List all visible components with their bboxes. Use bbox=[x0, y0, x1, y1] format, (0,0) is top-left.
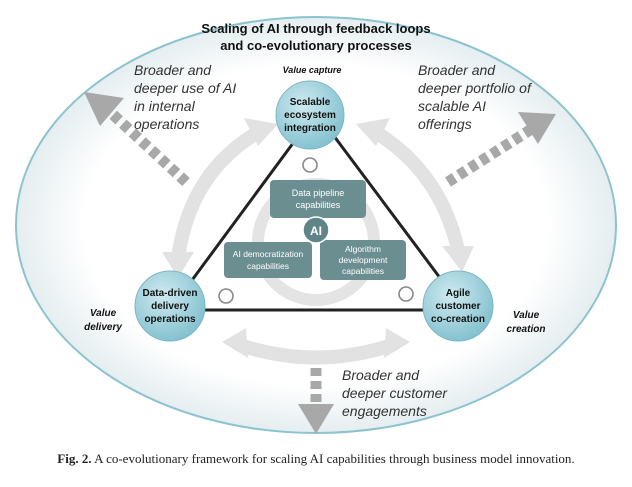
capability-box-algorithm bbox=[320, 240, 406, 280]
outward-arrow-head-down bbox=[298, 404, 334, 434]
outward-arrow-head-upper-right bbox=[518, 112, 556, 144]
capability-democratization-line1: AI democratization bbox=[233, 249, 304, 259]
outward-arrow-head-upper-left bbox=[84, 92, 124, 126]
ai-center-circle bbox=[302, 216, 330, 244]
node-right-line2: customer bbox=[435, 301, 480, 312]
capability-pipeline-line1: Data pipeline bbox=[292, 188, 345, 198]
node-left-line2: delivery bbox=[151, 301, 189, 312]
arrow-head-left-up bbox=[244, 118, 278, 146]
outcome-internal-line2: deeper use of AI bbox=[134, 80, 236, 96]
capability-box-pipeline bbox=[270, 180, 366, 218]
value-capture-label: Value capture bbox=[283, 65, 342, 75]
node-right-line3: co-creation bbox=[431, 314, 485, 325]
outcome-portfolio-line2: deeper portfolio of bbox=[418, 80, 533, 96]
cycle-icons bbox=[218, 157, 414, 304]
framework-diagram: Scaling of AI through feedback loops and… bbox=[15, 16, 617, 434]
outcome-portfolio-line1: Broader and bbox=[418, 62, 496, 78]
outcome-portfolio-line3: scalable AI bbox=[418, 98, 486, 114]
node-data-driven bbox=[134, 270, 206, 342]
refresh-icon bbox=[398, 286, 414, 302]
arrow-head-right-up bbox=[356, 118, 390, 146]
node-left-line1: Data-driven bbox=[142, 288, 197, 299]
capability-algorithm-line3: capabilities bbox=[342, 266, 384, 276]
capability-algorithm-line2: development bbox=[339, 255, 388, 265]
outcome-portfolio-line4: offerings bbox=[418, 116, 472, 132]
ai-center-label: AI bbox=[310, 224, 322, 238]
arrow-head-bottom-right bbox=[384, 328, 410, 358]
value-delivery-label-line1: Value bbox=[90, 308, 117, 319]
diagram-title-line2: and co-evolutionary processes bbox=[220, 38, 411, 53]
outcome-customer-line3: engagements bbox=[342, 403, 427, 419]
node-top-line3: integration bbox=[284, 123, 336, 134]
outcome-internal-line4: operations bbox=[134, 116, 199, 132]
refresh-icon bbox=[218, 288, 234, 304]
figure-caption: Fig. 2. A co-evolutionary framework for … bbox=[0, 451, 632, 467]
node-left-line3: operations bbox=[144, 314, 196, 325]
node-top-line1: Scalable bbox=[290, 97, 331, 108]
figure-label: Fig. 2. bbox=[57, 451, 92, 466]
figure-caption-text: A co-evolutionary framework for scaling … bbox=[94, 451, 575, 466]
refresh-icon bbox=[302, 157, 318, 173]
capability-pipeline-line2: capabilities bbox=[296, 200, 341, 210]
outward-arrows bbox=[104, 105, 533, 404]
outcome-internal-line1: Broader and bbox=[134, 62, 212, 78]
node-agile-customer bbox=[422, 270, 494, 342]
arrow-head-right-down bbox=[442, 246, 474, 272]
arrow-head-left-down bbox=[162, 252, 194, 278]
node-scalable-ecosystem bbox=[275, 80, 345, 150]
value-delivery-label-line2: delivery bbox=[84, 322, 122, 333]
arrow-head-bottom-left bbox=[222, 328, 248, 358]
value-creation-label-line1: Value bbox=[513, 310, 540, 321]
diagram-title-line1: Scaling of AI through feedback loops bbox=[201, 21, 430, 36]
outcome-customer-line1: Broader and bbox=[342, 367, 420, 383]
node-right-line1: Agile bbox=[446, 288, 471, 299]
outcome-internal-line3: in internal bbox=[134, 98, 196, 114]
capability-box-democratization bbox=[224, 242, 312, 278]
node-top-line2: ecosystem bbox=[284, 110, 336, 121]
feedback-arrows bbox=[171, 123, 465, 365]
capability-algorithm-line1: Algorithm bbox=[345, 244, 381, 254]
capability-democratization-line2: capabilities bbox=[247, 261, 289, 271]
value-creation-label-line2: creation bbox=[507, 324, 546, 335]
outcome-customer-line2: deeper customer bbox=[342, 385, 448, 401]
